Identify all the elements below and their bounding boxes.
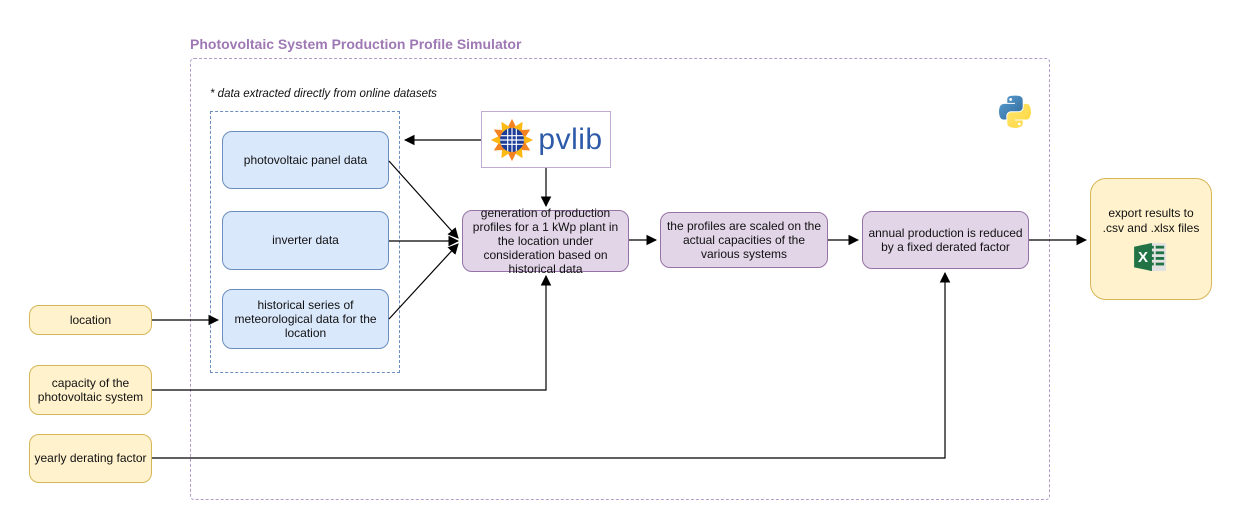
online-data-note: * data extracted directly from online da… <box>210 88 437 100</box>
pvlib-logo: pvlib <box>481 111 611 168</box>
pvlib-wordmark: pvlib <box>538 122 603 156</box>
node-label: generation of production profiles for a … <box>472 205 619 277</box>
node-label: photovoltaic panel data <box>243 152 368 167</box>
node-label: capacity of the photovoltaic system <box>37 375 144 404</box>
node-export-results: export results to .csv and .xlsx files X <box>1090 178 1212 300</box>
node-label: export results to .csv and .xlsx files <box>1102 206 1200 235</box>
excel-icon: X <box>1134 242 1166 271</box>
node-label: annual production is reduced by a fixed … <box>868 225 1023 254</box>
node-inverter-data: inverter data <box>222 211 389 270</box>
node-historical-meteo-data: historical series of meteorological data… <box>222 289 389 349</box>
node-derating-factor-input: yearly derating factor <box>29 434 152 483</box>
node-location-input: location <box>29 305 152 335</box>
node-label: historical series of meteorological data… <box>234 297 377 341</box>
node-label: inverter data <box>272 233 339 248</box>
node-label: the profiles are scaled on the actual ca… <box>666 218 822 262</box>
node-photovoltaic-panel-data: photovoltaic panel data <box>222 131 389 189</box>
sun-icon <box>491 118 534 161</box>
node-label: yearly derating factor <box>34 451 147 466</box>
python-icon <box>999 95 1031 128</box>
node-annual-production-derated: annual production is reduced by a fixed … <box>862 211 1029 269</box>
excel-x-letter: X <box>1138 249 1148 266</box>
diagram-title: Photovoltaic System Production Profile S… <box>190 36 522 52</box>
node-generation-production-profiles: generation of production profiles for a … <box>462 206 629 276</box>
node-capacity-input: capacity of the photovoltaic system <box>29 365 152 415</box>
node-profiles-scaled: the profiles are scaled on the actual ca… <box>660 212 828 268</box>
node-label: location <box>69 312 112 327</box>
